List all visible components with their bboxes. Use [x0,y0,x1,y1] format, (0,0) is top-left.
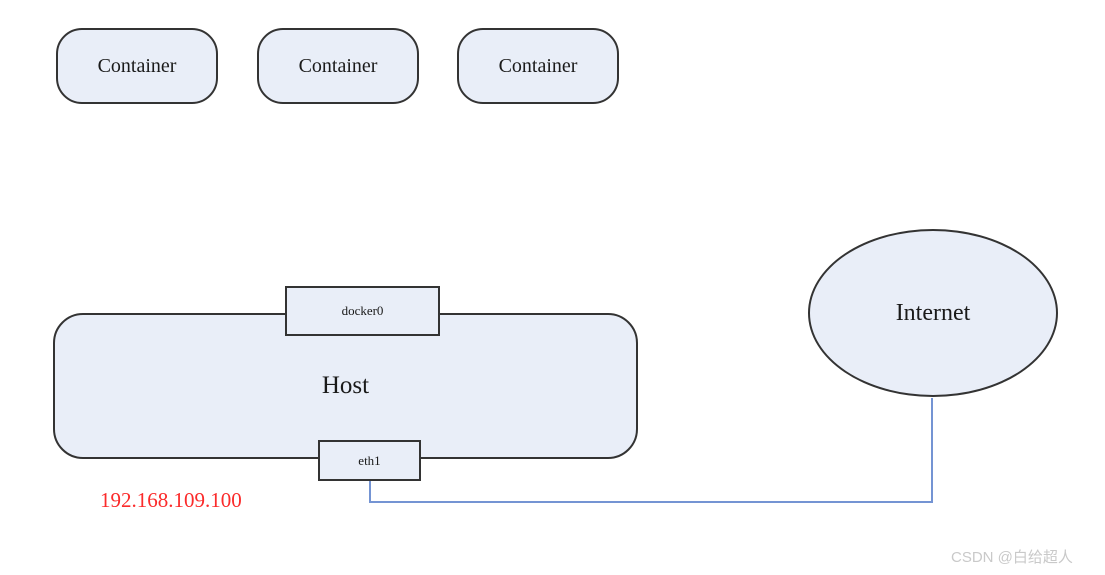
container-node-2: Container [257,28,419,104]
eth1-interface-label: eth1 [358,452,381,468]
container-node-3-label: Container [498,54,578,77]
host-node-label: Host [321,372,370,399]
host-node: Host [53,313,638,459]
host-ip-address: 192.168.109.100 [100,488,242,512]
container-node-3: Container [457,28,619,104]
eth1-interface-node: eth1 [318,440,421,481]
docker0-interface-node: docker0 [285,286,440,336]
docker0-interface-label: docker0 [341,303,384,318]
csdn-watermark: CSDN @白给超人 [951,549,1073,566]
container-node-1: Container [56,28,218,104]
internet-node-label: Internet [895,299,971,326]
container-node-2-label: Container [298,54,378,77]
internet-node: Internet [808,229,1058,397]
container-node-1-label: Container [97,54,177,77]
